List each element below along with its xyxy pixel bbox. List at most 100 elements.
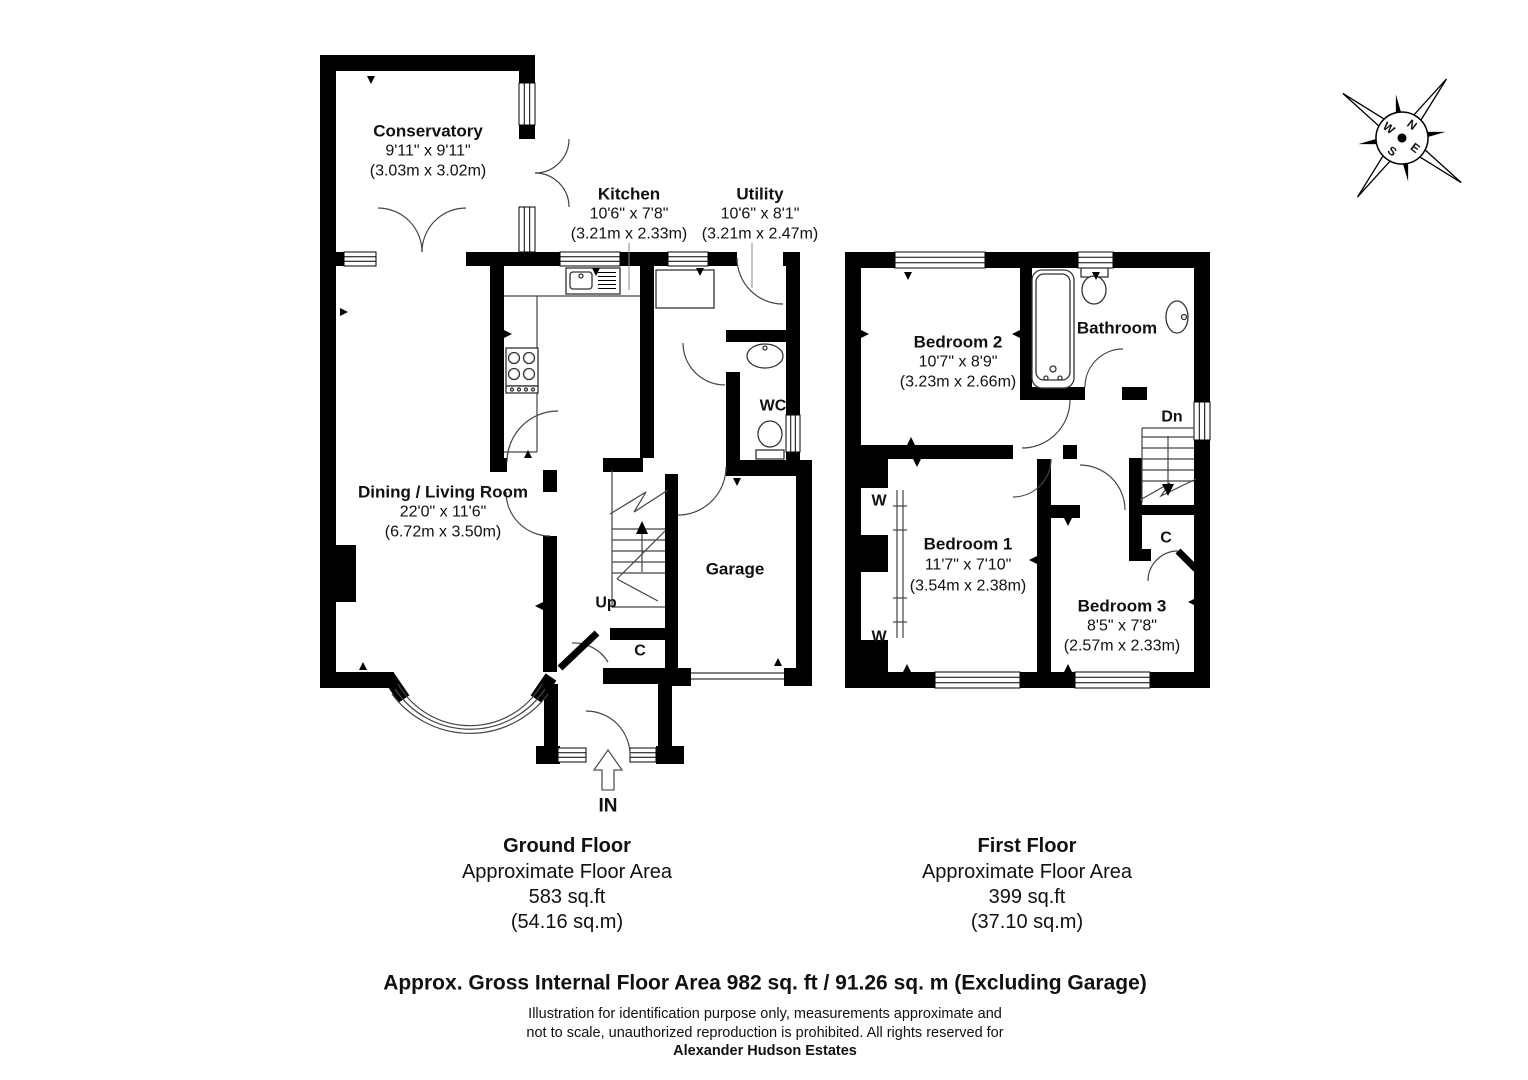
compass-rose: N E S W [1342, 78, 1462, 198]
utility-door-arc [736, 257, 784, 305]
conservatory-french-door-arc [534, 138, 570, 174]
first-floor-doors [1012, 348, 1199, 582]
window [934, 671, 1021, 689]
window [1074, 671, 1151, 689]
dining-door-arc [505, 491, 551, 537]
understairs-cupboard-door-leaf [557, 630, 600, 671]
kitchen-door-arc [506, 410, 559, 463]
conservatory-size-metric: (3.03m x 3.02m) [370, 163, 486, 180]
ground-floor-doors [377, 138, 784, 756]
gross-area-line: Approx. Gross Internal Floor Area 982 sq… [383, 972, 1147, 995]
first-floor-area-imperial: 399 sq.ft [989, 886, 1066, 908]
hob [505, 347, 539, 394]
bathroom-sink [1165, 300, 1189, 334]
wc-label: WC [760, 398, 787, 415]
window [518, 82, 536, 126]
window [559, 251, 621, 267]
bay-jamb-right [530, 673, 557, 703]
bathroom-door-arc [1084, 348, 1124, 388]
window [343, 251, 377, 267]
conservatory-size-imperial: 9'11" x 9'11" [385, 143, 470, 160]
bedroom2-size-imperial: 10'7" x 8'9" [919, 354, 998, 371]
bedroom1-door-arc [1012, 458, 1052, 498]
window [894, 251, 986, 269]
kitchen-name: Kitchen [598, 185, 660, 204]
first-floor-subtitle: Approximate Floor Area [922, 861, 1133, 883]
bedroom2-size-metric: (3.23m x 2.66m) [900, 374, 1016, 391]
disclaimer-line-1: Illustration for identification purpose … [528, 1006, 1002, 1022]
wc-sink [746, 343, 784, 369]
wardrobe-label-bottom: W [871, 629, 887, 646]
conservatory-double-door-arc [377, 207, 423, 253]
kitchen-sink [565, 267, 621, 295]
bay-window [391, 683, 549, 734]
bedroom2-name: Bedroom 2 [914, 333, 1003, 352]
bedroom3-door-arc [1079, 464, 1126, 511]
bedroom3-size-metric: (2.57m x 2.33m) [1064, 638, 1180, 655]
conservatory-double-door-arc [421, 207, 467, 253]
cupboard-door-arc [1147, 550, 1179, 582]
company-name: Alexander Hudson Estates [673, 1043, 857, 1059]
dining-living-size-metric: (6.72m x 3.50m) [385, 524, 501, 541]
window [1193, 401, 1211, 441]
stairs-down [1139, 427, 1197, 503]
ground-floor-title: Ground Floor [503, 835, 631, 857]
first-floor-walls [845, 252, 1210, 688]
wc-toilet [755, 420, 785, 460]
disclaimer-line-2: not to scale, unauthorized reproduction … [526, 1025, 1003, 1041]
bedroom1-size-imperial: 11'7" x 7'10" [925, 557, 1012, 574]
utility-name: Utility [736, 185, 784, 204]
first-floor-plan: Bedroom 2 10'7" x 8'9" (3.23m x 2.66m) B… [845, 251, 1211, 689]
wardrobe-label-top: W [871, 493, 887, 510]
garage-access-door-arc [677, 466, 727, 516]
conservatory-french-door-arc [534, 172, 570, 208]
entrance-label: IN [599, 796, 618, 817]
ground-floor-measure-ticks [340, 76, 782, 670]
window [667, 251, 709, 267]
ground-cupboard-label: C [634, 643, 646, 660]
bathroom-label: Bathroom [1077, 319, 1157, 338]
first-floor-area-metric: (37.10 sq.m) [971, 911, 1083, 933]
ground-floor-area-metric: (54.16 sq.m) [511, 911, 623, 933]
wardrobe-sliding-doors [893, 490, 907, 638]
first-floor-windows [894, 251, 1211, 689]
wc-door-arc [682, 342, 726, 386]
window [785, 414, 801, 453]
down-arrow-head [1162, 484, 1174, 496]
entrance-arrow [592, 748, 624, 791]
kitchen-size-metric: (3.21m x 2.33m) [571, 226, 687, 243]
ground-floor-area-imperial: 583 sq.ft [529, 886, 606, 908]
understairs-cupboard-arc [571, 642, 609, 663]
stairs-up [609, 470, 669, 608]
first-floor-measure-ticks [861, 272, 1196, 672]
stairs-down-label: Dn [1161, 409, 1182, 426]
window [1077, 251, 1114, 269]
stairs-up-label: Up [595, 595, 617, 612]
ground-floor-windows [343, 82, 801, 763]
bedroom2-door-arc [1021, 399, 1071, 449]
up-arrow-head [636, 521, 648, 534]
bedroom1-name: Bedroom 1 [924, 535, 1013, 554]
first-floor-summary: First Floor Approximate Floor Area 399 s… [922, 835, 1133, 933]
ground-floor-summary: Ground Floor Approximate Floor Area 583 … [462, 835, 673, 933]
first-floor-title: First Floor [978, 835, 1077, 857]
cupboard-door-leaf [1175, 548, 1199, 572]
bedroom3-size-imperial: 8'5" x 7'8" [1087, 618, 1157, 635]
bedroom3-name: Bedroom 3 [1078, 597, 1167, 616]
utility-counter [655, 269, 715, 309]
stair-break-line [609, 489, 669, 515]
window [518, 206, 536, 253]
bathtub [1031, 269, 1075, 389]
bedroom1-size-metric: (3.54m x 2.38m) [910, 578, 1026, 595]
first-cupboard-label: C [1160, 530, 1172, 547]
bay-jamb-left [383, 673, 410, 703]
ground-floor-walls [320, 55, 812, 764]
ground-floor-plan: Conservatory 9'11" x 9'11" (3.03m x 3.02… [320, 55, 818, 817]
compass-center-dot [1397, 133, 1407, 143]
dining-living-name: Dining / Living Room [358, 483, 528, 502]
garage-door [691, 672, 784, 680]
garage-label: Garage [706, 560, 765, 579]
footer: Approx. Gross Internal Floor Area 982 sq… [383, 972, 1147, 1060]
